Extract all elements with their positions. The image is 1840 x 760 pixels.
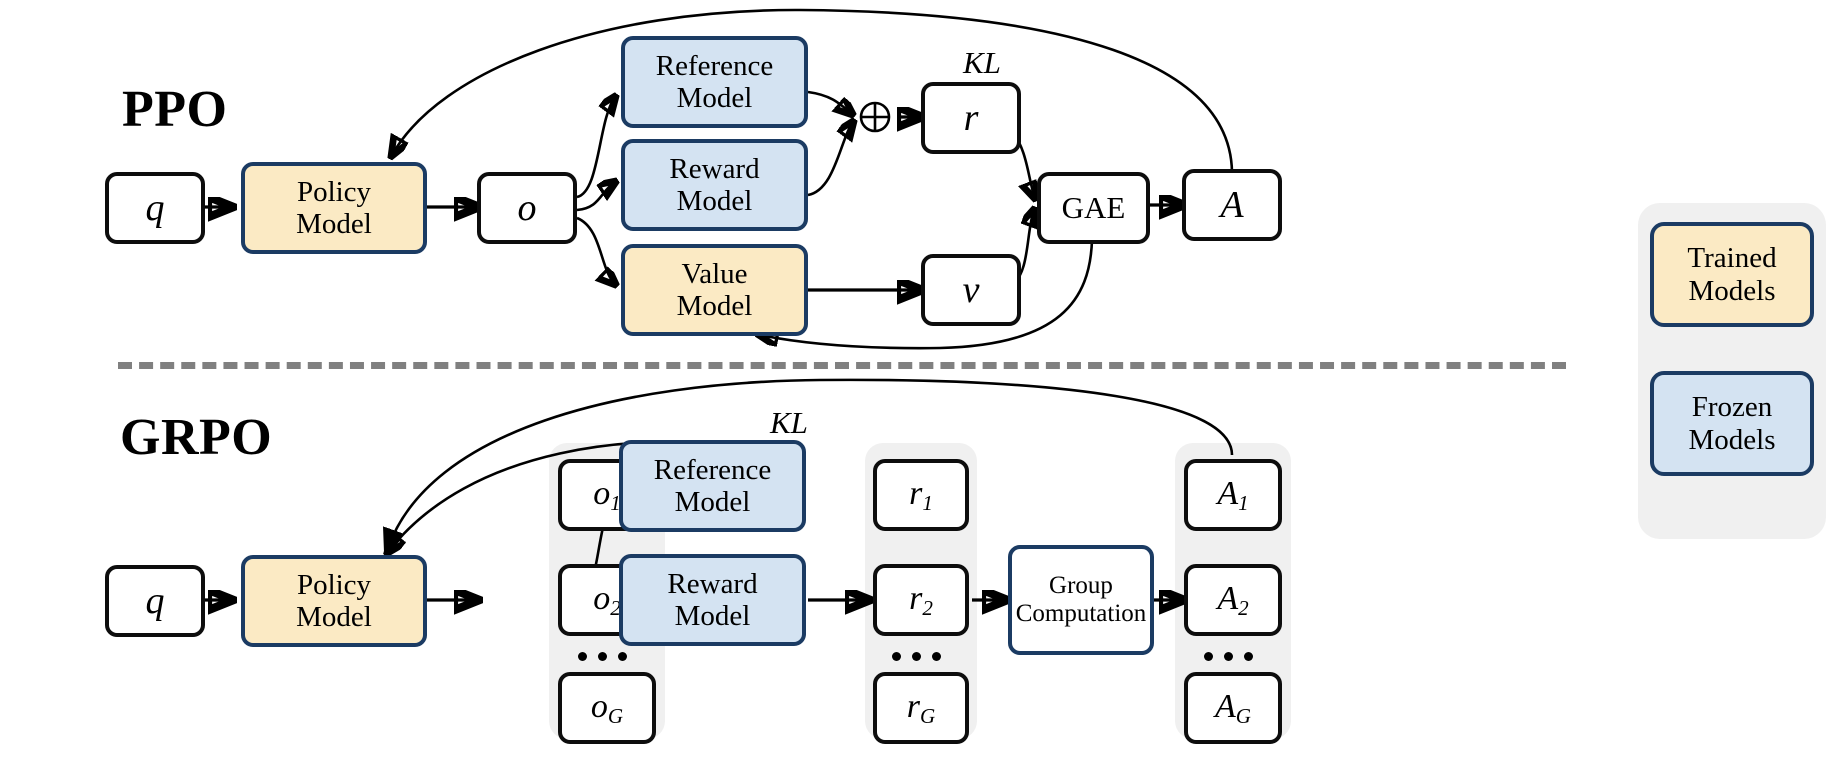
grpo-rewards-ellipsis <box>892 652 941 661</box>
ppo-node-gae: GAE <box>1037 172 1150 244</box>
ppo-gae-label: GAE <box>1061 189 1126 225</box>
ppo-output-label: o <box>517 186 537 229</box>
section-divider <box>118 362 1566 369</box>
ppo-reward-label: r <box>963 96 979 139</box>
grpo-reward-1-label: r1 <box>909 474 933 515</box>
ppo-node-output: o <box>477 172 577 244</box>
grpo-node-group-computation: Group Computation <box>1008 545 1154 655</box>
grpo-reward-g-label: rG <box>906 687 936 728</box>
grpo-node-advantage-2: A2 <box>1184 564 1282 636</box>
ppo-policy-model-line1: Policy <box>296 175 372 208</box>
grpo-advantages-ellipsis <box>1204 652 1253 661</box>
grpo-outputs-ellipsis <box>578 652 627 661</box>
ppo-node-reward-model: Reward Model <box>621 139 808 231</box>
ppo-reference-model-line1: Reference <box>655 49 774 82</box>
grpo-reward-model-line2: Model <box>674 600 751 632</box>
ppo-node-policy-model: Policy Model <box>241 162 427 254</box>
grpo-node-policy-model: Policy Model <box>241 555 427 647</box>
grpo-reference-model-line1: Reference <box>653 453 772 486</box>
grpo-node-advantage-g: AG <box>1184 672 1282 744</box>
ppo-query-label: q <box>145 186 165 229</box>
grpo-node-reward-1: r1 <box>873 459 969 531</box>
grpo-output-g-label: oG <box>590 687 624 728</box>
ppo-node-reference-model: Reference Model <box>621 36 808 128</box>
grpo-policy-model-line1: Policy <box>296 568 372 601</box>
grpo-reward-2-label: r2 <box>909 579 933 620</box>
grpo-group-computation-line2: Computation <box>1015 600 1147 627</box>
grpo-query-label: q <box>145 579 165 622</box>
ppo-node-advantage: A <box>1182 169 1282 241</box>
grpo-advantage-1-label: A1 <box>1217 474 1249 515</box>
ppo-node-value: v <box>921 254 1021 326</box>
legend-frozen-line1: Frozen <box>1691 391 1773 424</box>
grpo-node-reference-model: Reference Model <box>619 440 806 532</box>
grpo-output-2-label: o2 <box>593 579 621 620</box>
ppo-reference-model-line2: Model <box>676 82 753 114</box>
grpo-reference-model-line2: Model <box>674 486 751 518</box>
ppo-node-query: q <box>105 172 205 244</box>
grpo-node-reward-model: Reward Model <box>619 554 806 646</box>
section-title-ppo: PPO <box>122 81 228 138</box>
ppo-value-label: v <box>962 268 980 311</box>
legend-frozen-line2: Models <box>1688 423 1776 456</box>
ppo-value-model-line2: Model <box>676 290 753 322</box>
section-title-grpo: GRPO <box>120 409 273 466</box>
grpo-policy-model-line2: Model <box>296 601 372 633</box>
ppo-advantage-label: A <box>1220 183 1244 226</box>
grpo-reward-model-line1: Reward <box>667 567 758 600</box>
legend-item-frozen-models: Frozen Models <box>1650 371 1814 476</box>
ppo-node-value-model: Value Model <box>621 244 808 336</box>
legend-trained-line1: Trained <box>1687 242 1777 275</box>
ppo-policy-model-line2: Model <box>296 208 372 240</box>
grpo-node-advantage-1: A1 <box>1184 459 1282 531</box>
grpo-advantage-2-label: A2 <box>1217 579 1249 620</box>
ppo-node-reward: r <box>921 82 1021 154</box>
legend-trained-line2: Models <box>1688 274 1776 307</box>
grpo-output-1-label: o1 <box>593 474 621 515</box>
ppo-reward-model-line1: Reward <box>669 152 760 185</box>
grpo-node-query: q <box>105 565 205 637</box>
legend-item-trained-models: Trained Models <box>1650 222 1814 327</box>
ppo-oplus-icon <box>859 101 891 133</box>
grpo-node-reward-2: r2 <box>873 564 969 636</box>
grpo-node-output-g: oG <box>558 672 656 744</box>
grpo-kl-label: KL <box>770 405 808 440</box>
grpo-advantage-g-label: AG <box>1214 687 1251 728</box>
ppo-value-model-line1: Value <box>681 257 748 290</box>
ppo-kl-label: KL <box>963 45 1001 80</box>
grpo-node-reward-g: rG <box>873 672 969 744</box>
ppo-reward-model-line2: Model <box>676 185 753 217</box>
grpo-group-computation-line1: Group <box>1049 572 1113 599</box>
